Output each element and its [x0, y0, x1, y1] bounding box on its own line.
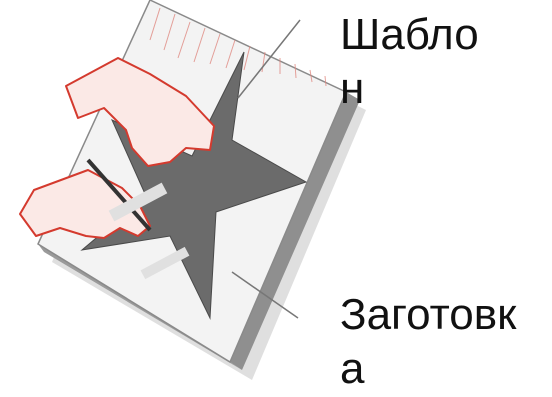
template-label: Шабло н — [340, 8, 540, 116]
blank-label: Заготовк а — [340, 288, 540, 396]
